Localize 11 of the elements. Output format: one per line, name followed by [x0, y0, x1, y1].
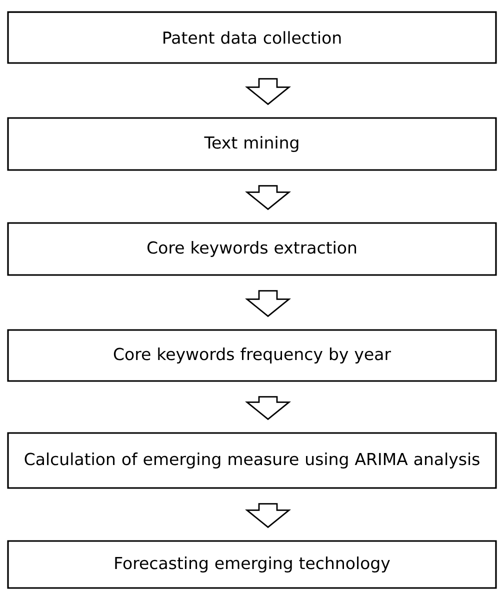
- arrow: [245, 503, 291, 528]
- arrow: [245, 78, 291, 106]
- process-box: Core keywords extraction: [7, 222, 497, 276]
- process-box: Text mining: [7, 117, 497, 171]
- arrow: [245, 396, 291, 420]
- process-box: Patent data collection: [7, 11, 497, 64]
- process-box: Forecasting emerging technology: [7, 540, 497, 589]
- process-box: Calculation of emerging measure using ARIMA analysis: [7, 432, 497, 489]
- process-box: Core keywords frequency by year: [7, 329, 497, 382]
- arrow: [245, 185, 291, 210]
- arrow: [245, 290, 291, 318]
